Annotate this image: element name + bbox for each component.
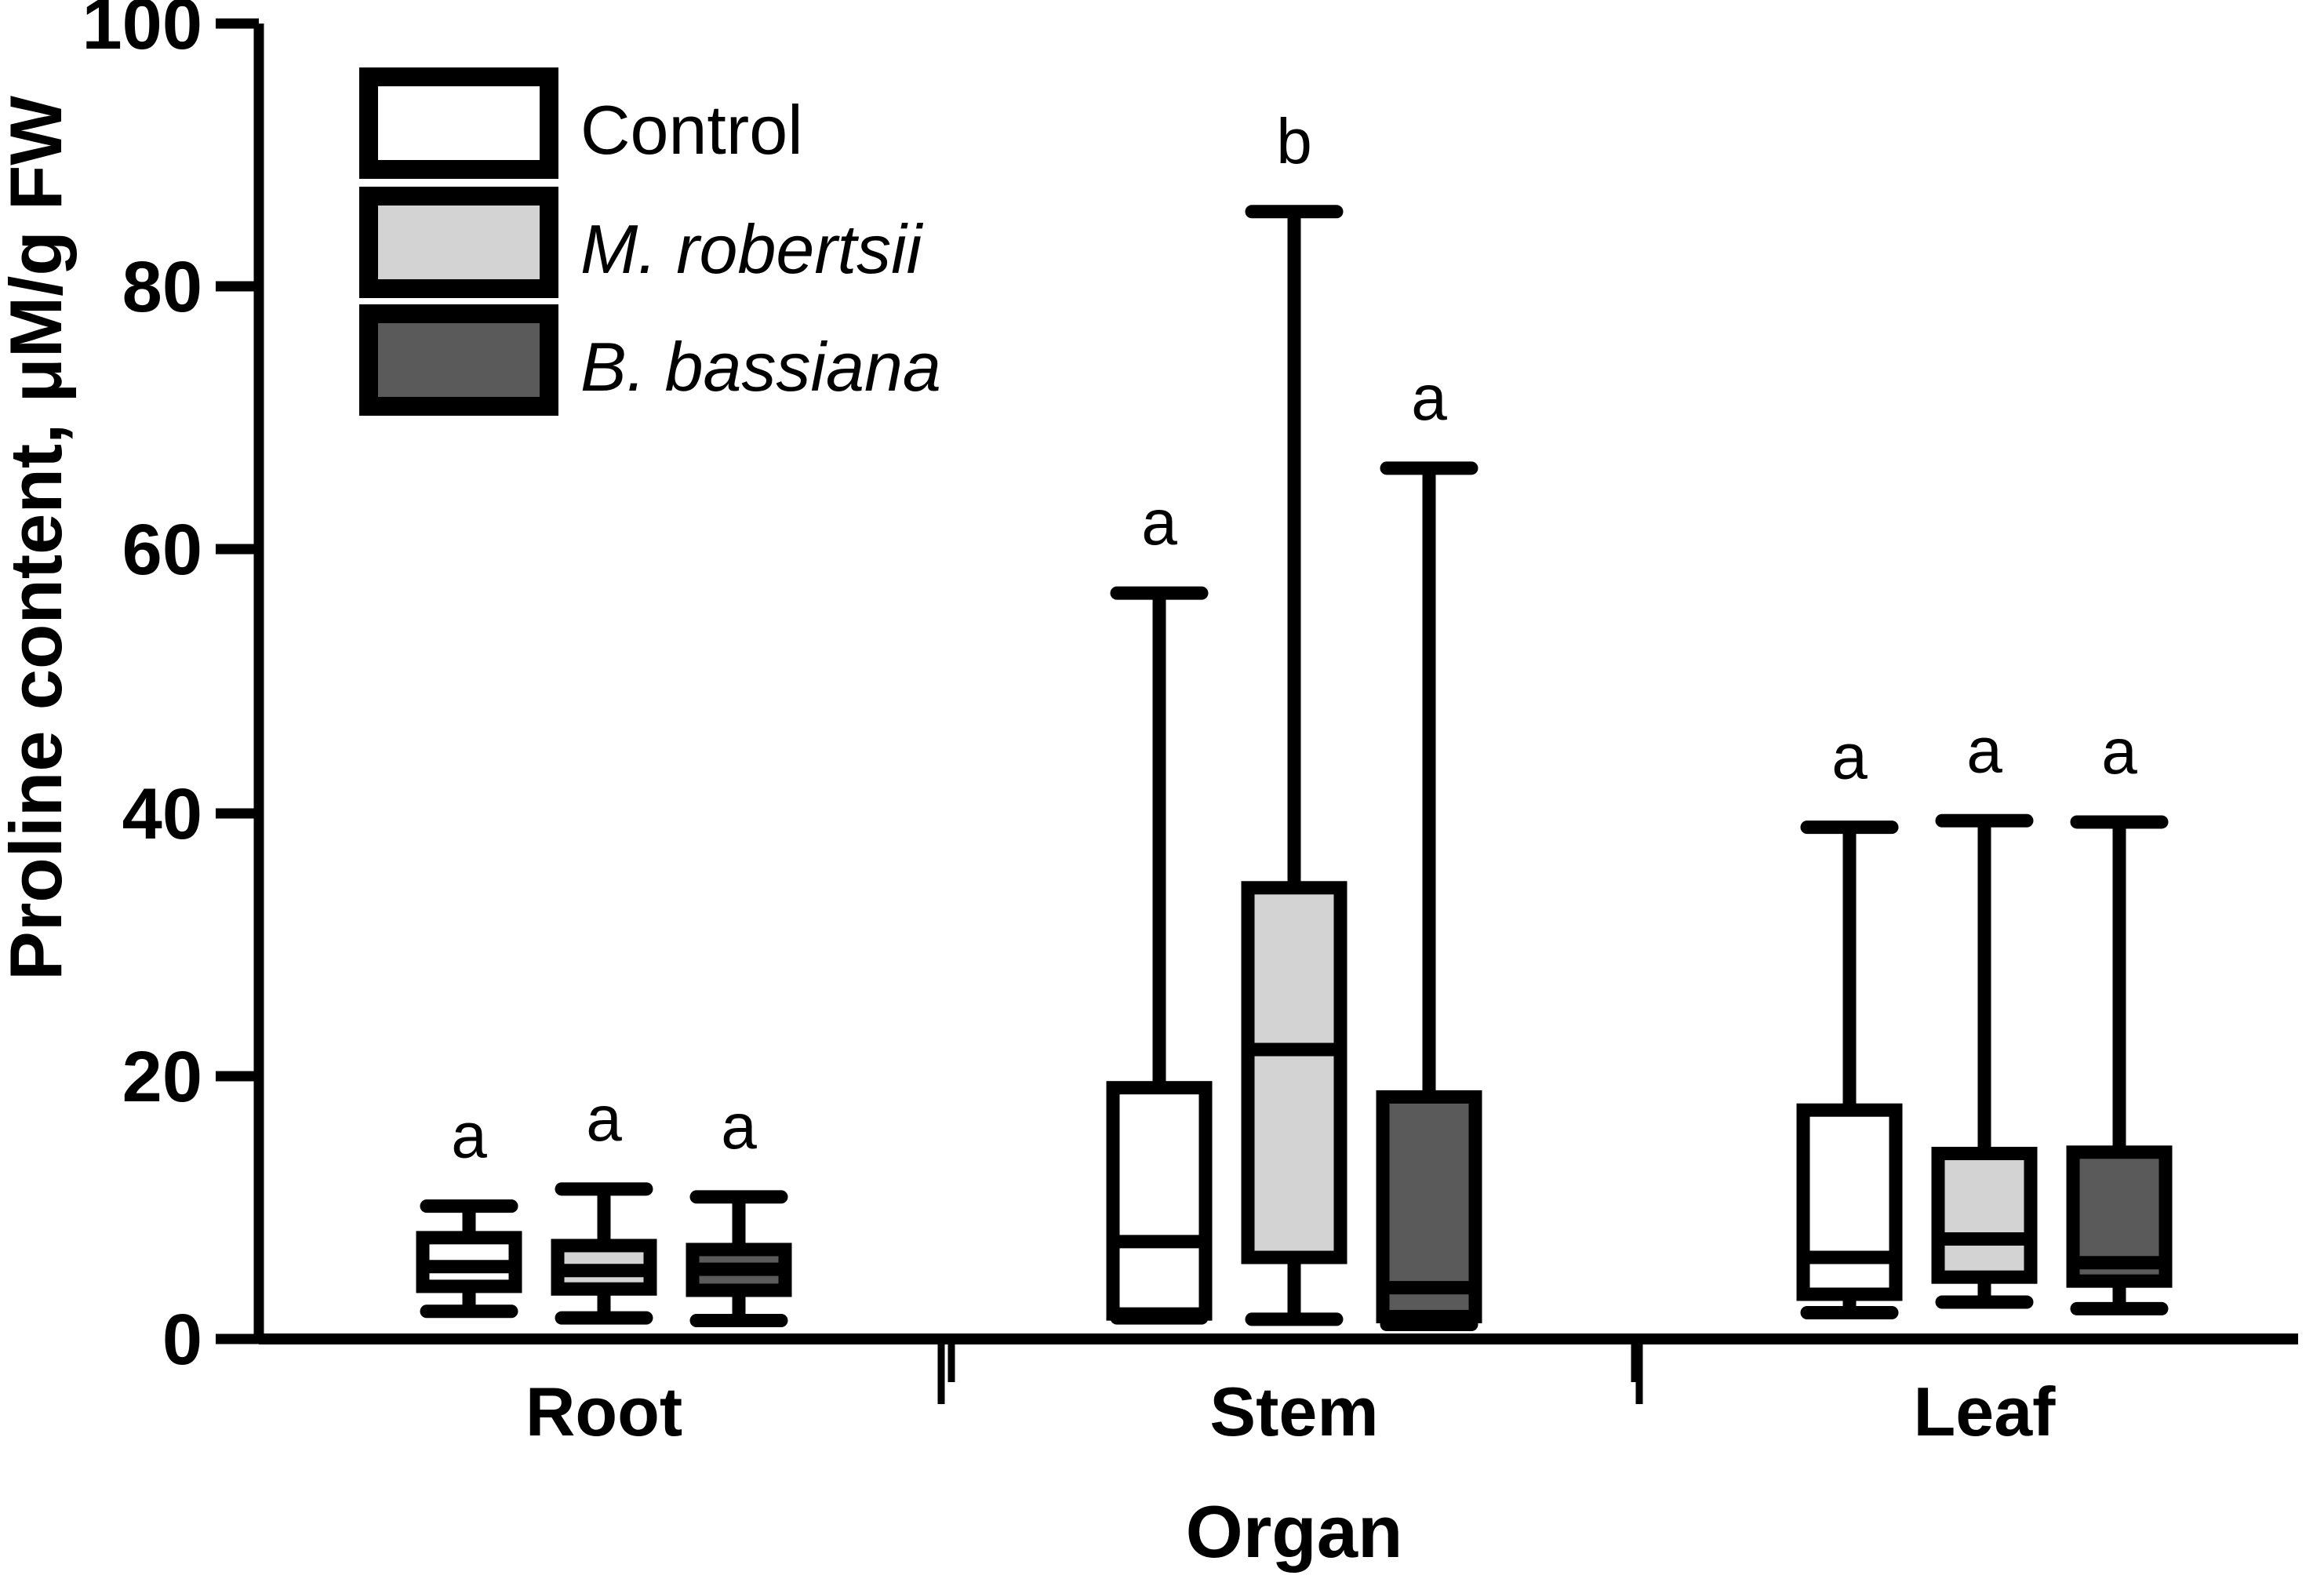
x-group-label-leaf: Leaf [1914,1373,2057,1450]
box-root-control [416,1199,522,1319]
y-tick-label-20: 20 [122,1037,202,1117]
significance-letters-layer: a a a a b a a a a [451,106,2137,1172]
x-axis [259,1333,2298,1404]
box-rect [1931,1147,2038,1284]
boxplot-series-layer [416,205,2173,1332]
legend-swatch-b-bassiana [359,304,558,416]
box-stem-control [1106,586,1213,1325]
box-leaf-control [1796,820,1903,1319]
box-leaf-bbassiana [2066,815,2173,1315]
x-axis-title: Organ [1186,1490,1403,1573]
legend-swatch-m-robertsii [359,187,558,298]
significance-letter-leaf-0: a [1831,722,1868,793]
legend-swatch-control [359,67,558,179]
significance-letter-stem-2: a [1411,362,1447,434]
y-tick-label-40: 40 [122,774,202,854]
legend: Control M. robertsii B. bassiana [359,67,941,416]
box-rect [1376,1090,1482,1323]
significance-letter-leaf-1: a [1966,715,2002,786]
y-tick-label-60: 60 [122,510,202,590]
legend-label-m-robertsii: M. robertsii [580,210,924,288]
y-axis-title: Proline content, μM/g FW [0,96,77,981]
significance-letter-root-1: a [586,1083,622,1155]
box-stem-mrobertsii [1241,205,1347,1326]
legend-label-b-bassiana: B. bassiana [580,328,941,406]
box-leaf-mrobertsii [1931,813,2038,1309]
y-tick-label-0: 0 [162,1300,202,1380]
box-stem-bbassiana [1376,461,1482,1332]
significance-letter-root-0: a [451,1101,487,1172]
x-group-label-root: Root [526,1373,682,1450]
x-group-label-stem: Stem [1209,1373,1378,1450]
significance-letter-stem-1: b [1276,106,1312,177]
box-rect [1796,1103,1903,1301]
significance-letter-stem-0: a [1141,487,1177,558]
box-rect [1106,1081,1213,1321]
y-tick-label-100: 100 [82,0,203,64]
box-root-mrobertsii [551,1182,657,1325]
significance-letter-root-2: a [721,1091,757,1162]
legend-label-control: Control [580,91,803,169]
box-root-bbassiana [686,1190,792,1328]
y-tick-label-80: 80 [122,247,202,327]
significance-letter-leaf-2: a [2101,716,2137,788]
box-rect [1241,881,1347,1264]
y-axis: 100 80 60 40 20 0 [82,0,264,1380]
